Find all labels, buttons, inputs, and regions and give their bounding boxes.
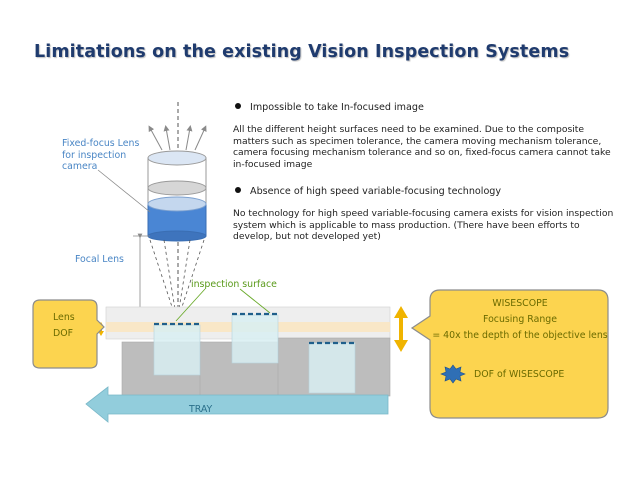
- point2-body: No technology for high speed variable-fo…: [233, 208, 614, 243]
- tray-arrow-icon: [85, 386, 389, 423]
- bullet-dot-icon: [235, 103, 241, 109]
- inspection-surface-label: inspection surface: [191, 279, 277, 290]
- dof-starburst-icon: [440, 364, 466, 384]
- focusing-range-arrow-icon: [394, 306, 408, 352]
- lens-dof-callout: [32, 299, 105, 369]
- inspection-pockets: [153, 314, 356, 394]
- point1-heading: Impossible to take In-focused image: [235, 102, 424, 113]
- fixed-focus-lens-label: Fixed-focus Lens for inspection camera: [62, 138, 140, 173]
- bullet-dot-icon: [235, 187, 241, 193]
- wisescope-description: = 40x the depth of the objective lens: [432, 330, 608, 341]
- lens-label-pointer: [97, 169, 151, 213]
- tray-label: TRAY: [189, 404, 213, 415]
- lens-dof-line2: DOF: [53, 328, 73, 339]
- wisescope-callout: [410, 289, 609, 419]
- wisescope-title: WISESCOPE: [492, 298, 548, 309]
- point1-body: All the different height surfaces need t…: [233, 124, 611, 170]
- focus-cone: [149, 239, 205, 323]
- point2-heading: Absence of high speed variable-focusing …: [235, 186, 501, 197]
- wisescope-legend-label: DOF of WISESCOPE: [474, 369, 565, 380]
- light-rays-icon: [148, 125, 207, 151]
- inspection-surface-pointers: [175, 288, 271, 322]
- lens-dof-line1: Lens: [53, 312, 75, 323]
- wisescope-subtitle: Focusing Range: [483, 314, 557, 325]
- lens-cylinder-icon: [147, 150, 207, 242]
- page-title: Limitations on the existing Vision Inspe…: [34, 42, 570, 62]
- focal-lens-label: Focal Lens: [75, 254, 124, 265]
